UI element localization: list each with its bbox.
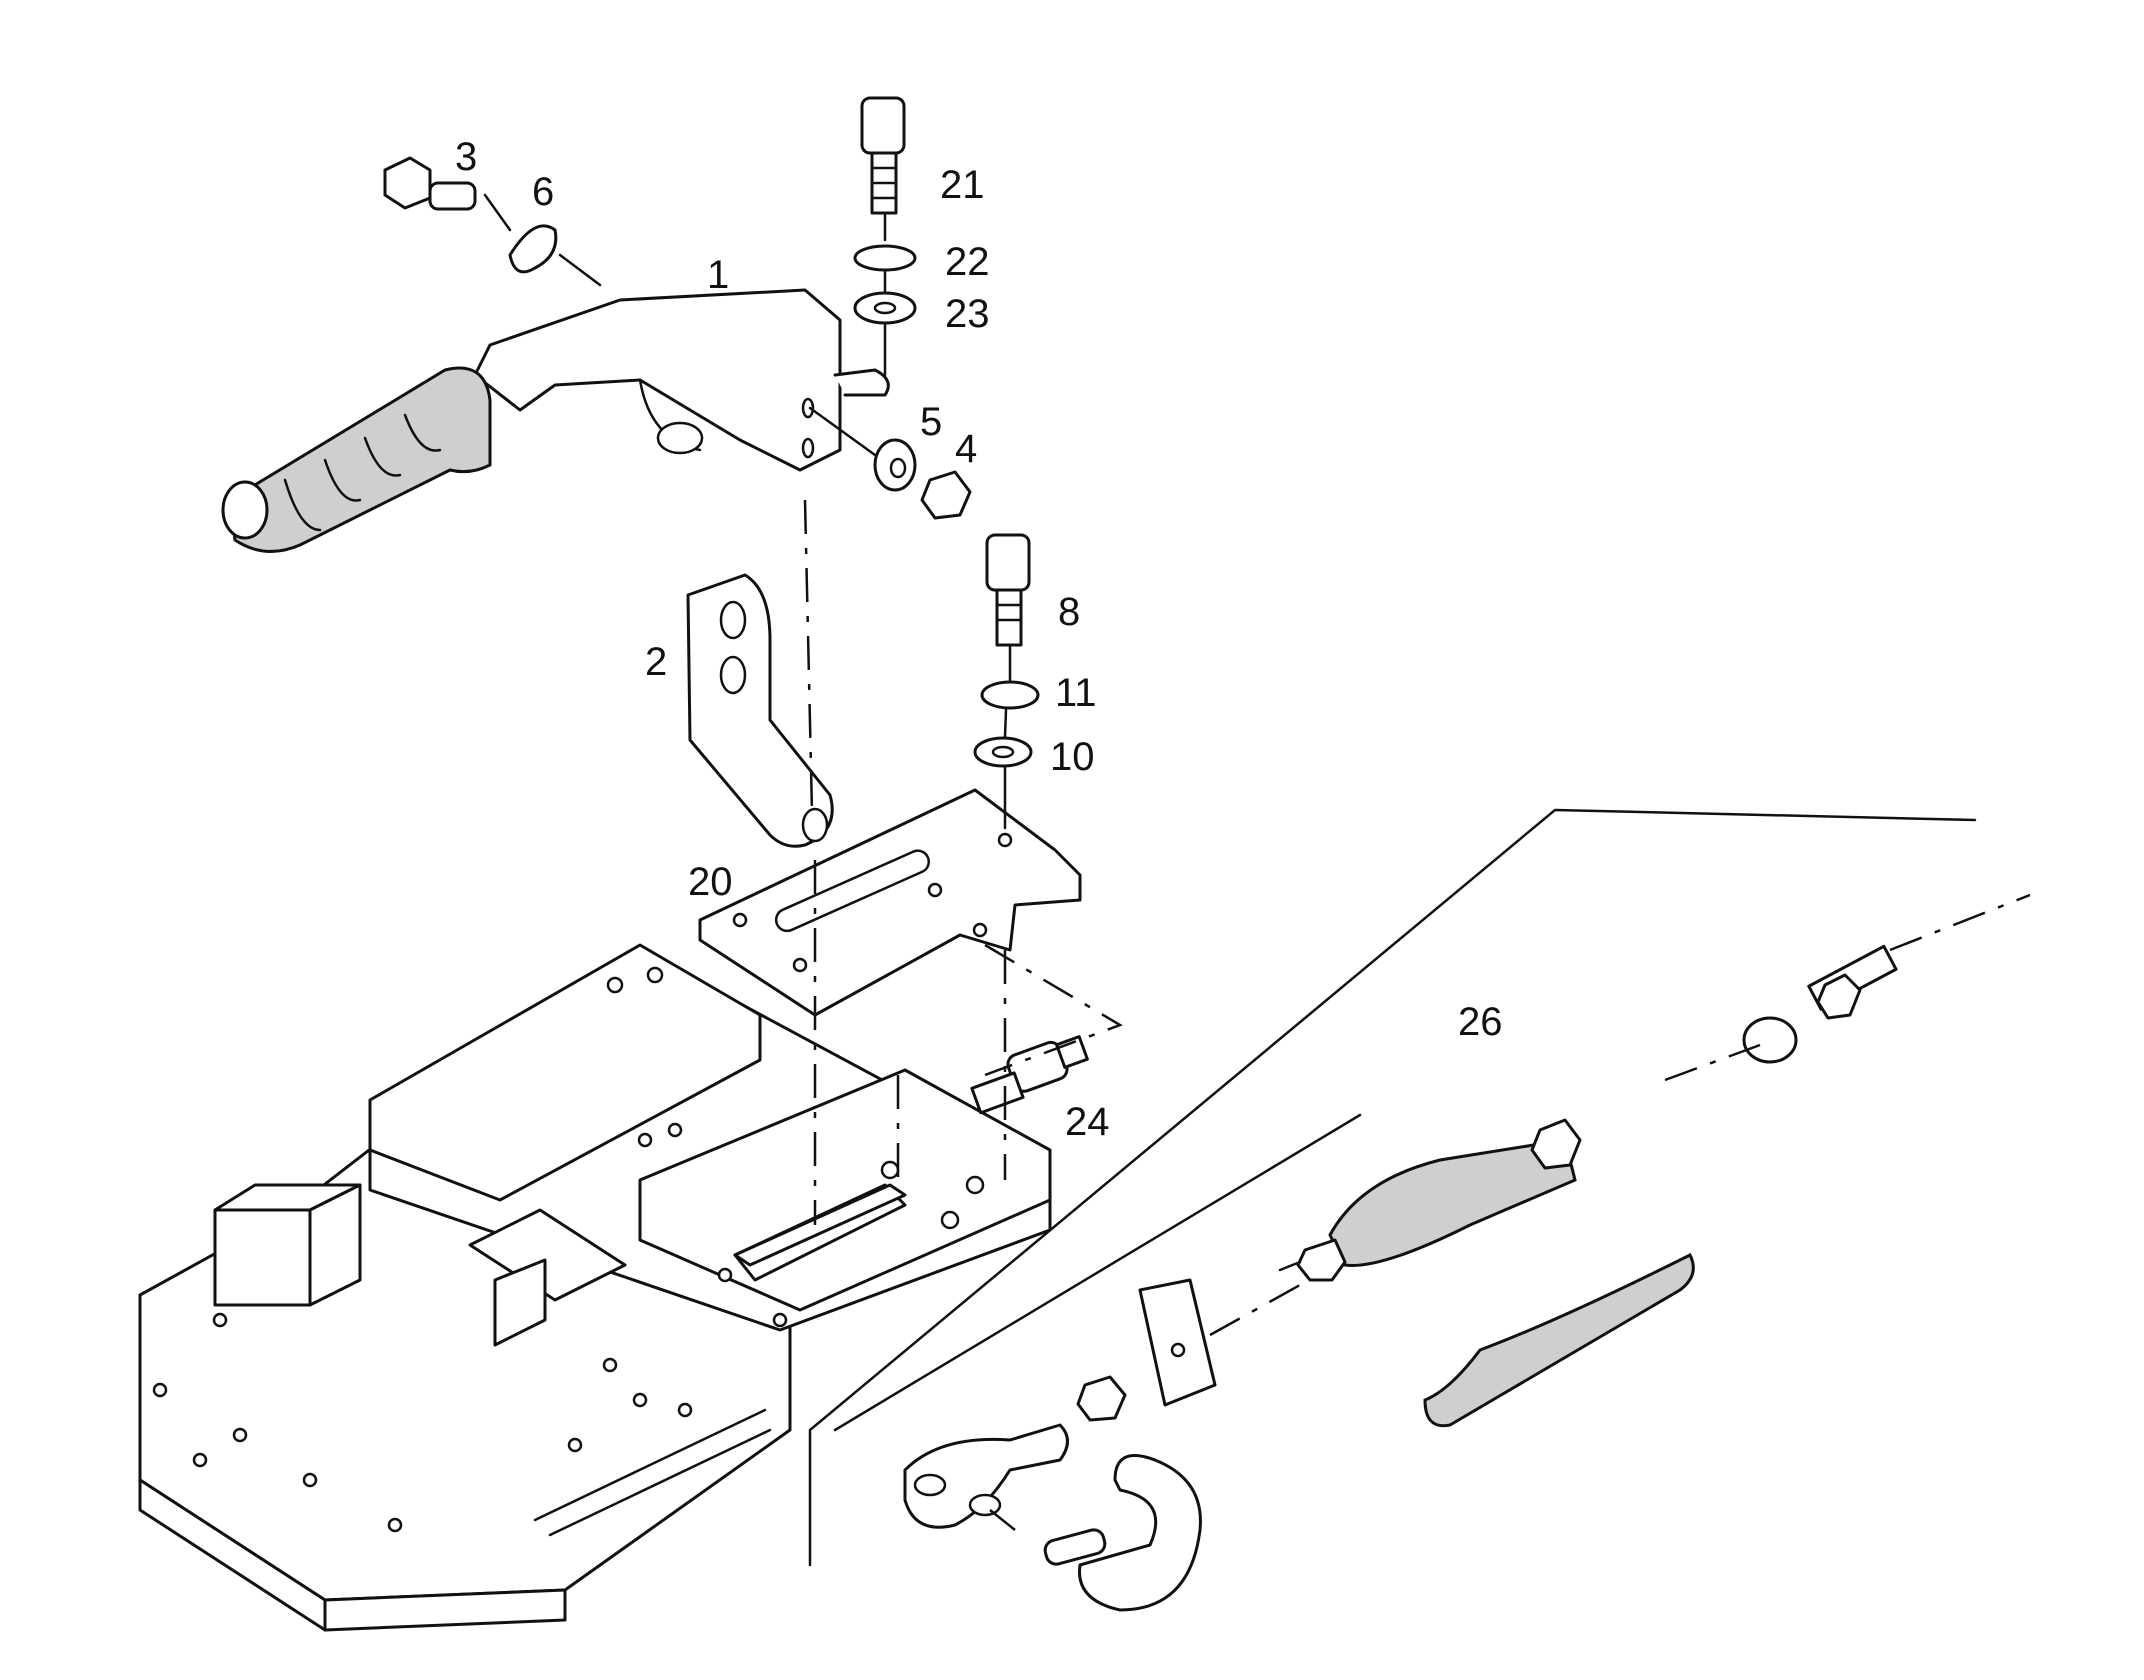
washer-part-23 [853, 291, 917, 325]
base-frame [138, 943, 1052, 1632]
callout-24: 24 [1065, 1100, 1110, 1144]
callout-5: 5 [920, 400, 942, 444]
callout-3: 3 [455, 135, 477, 179]
hand-lever-part-1 [221, 288, 890, 553]
callout-26: 26 [1458, 1000, 1503, 1044]
callout-4: 4 [955, 427, 977, 471]
square-tube [213, 1208, 312, 1307]
callout-8: 8 [1058, 590, 1080, 634]
washer-part-11 [980, 680, 1040, 710]
callout-6: 6 [532, 170, 554, 214]
washer-part-5 [873, 438, 917, 492]
callout-22: 22 [945, 240, 990, 284]
callout-20: 20 [688, 860, 733, 904]
callout-10: 10 [1050, 735, 1095, 779]
nut-part-4 [920, 470, 972, 520]
washer-part-22 [853, 244, 917, 272]
callout-1: 1 [707, 253, 729, 297]
cap-screw-part-21 [860, 96, 906, 215]
callout-labels: 1 2 3 4 5 6 8 10 11 20 21 22 23 24 26 [455, 135, 1503, 1144]
mounting-plate-part-20 [698, 788, 1082, 1017]
callout-23: 23 [945, 292, 990, 336]
cable-assembly-part-26 [808, 808, 2031, 1612]
switch-part-24 [970, 1035, 1089, 1115]
callout-2: 2 [645, 640, 667, 684]
washer-part-10 [973, 736, 1033, 768]
callout-11: 11 [1055, 671, 1097, 715]
bolt-part-3 [383, 156, 477, 211]
assembly-lines [483, 193, 1761, 1531]
cap-screw-part-8 [985, 533, 1031, 647]
tab-washer-part-6 [508, 224, 558, 274]
bracket-part-2 [686, 573, 834, 848]
callout-21: 21 [940, 163, 985, 207]
